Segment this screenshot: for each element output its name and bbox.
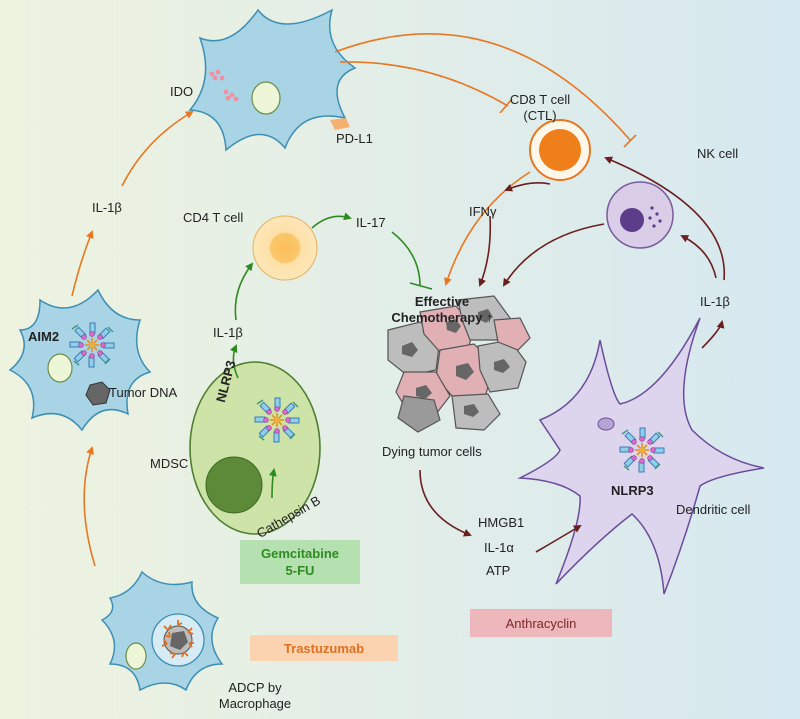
il17-label: IL-17 — [356, 215, 386, 230]
adcp-label-line2: Macrophage — [218, 696, 292, 711]
gemcitabine-label-line2: 5-FU — [285, 563, 315, 578]
ifn-gamma-label: IFNγ — [469, 204, 497, 219]
cd8-t-cell-label: CD8 T cell (CTL) — [495, 92, 585, 124]
arrow-aim2-to-il1b — [71, 230, 94, 297]
trastuzumab-label: Trastuzumab — [283, 641, 365, 656]
il1a-label: IL-1α — [484, 540, 514, 555]
inhibit-pdl1-to-nk — [334, 33, 631, 141]
nk-cell-label: NK cell — [697, 146, 739, 161]
adcp-macrophage — [100, 570, 224, 692]
arrow-il1b-to-nk — [680, 235, 717, 279]
il1b-mid-label: IL-1β — [213, 325, 243, 340]
effective-chemo-line1: Effective — [414, 294, 470, 309]
arrow-cd8-to-ifng — [504, 182, 551, 192]
arrow-cathepsin-to-nlrp3 — [268, 468, 277, 499]
effective-chemotherapy-label: Effective Chemotherapy ↑ — [382, 294, 502, 326]
arrow-tumor-to-hmgb1 — [419, 469, 472, 537]
nk-cell — [606, 181, 674, 249]
dendritic-cell-label: Dendritic cell — [676, 502, 751, 517]
atp-label: ATP — [486, 563, 511, 578]
arrow-ifng-to-chemo — [478, 215, 492, 287]
effective-chemo-line2: Chemotherapy ↑ — [391, 310, 493, 325]
gemcitabine-label: Gemcitabine 5-FU — [240, 545, 360, 579]
arrow-adcp-to-aim2 — [83, 446, 96, 567]
arrow-cd4-to-il17 — [311, 212, 352, 229]
inhibit-bar-chemo — [409, 282, 433, 290]
mdsc-label: MDSC — [150, 456, 189, 471]
inhibit-il17-to-chemo — [391, 231, 421, 287]
trastuzumab-box — [250, 635, 398, 661]
tumor-nuclei — [402, 309, 510, 417]
pd-l1-label: PD-L1 — [336, 131, 373, 146]
arrow-il1b-to-cd4 — [234, 262, 254, 321]
arrow-cd8-to-chemo — [444, 171, 531, 286]
cd4-t-cell-label: CD4 T cell — [183, 210, 244, 225]
il1b-left-label: IL-1β — [92, 200, 122, 215]
adcp-label-line1: ADCP by — [228, 680, 282, 695]
ido-label: IDO — [170, 84, 194, 99]
arrow-il1b-to-cd8 — [604, 156, 725, 281]
il1b-right-label: IL-1β — [700, 294, 730, 309]
top-macrophage — [188, 8, 357, 152]
cd8-t-cell-label-line2: (CTL) — [523, 108, 557, 123]
mdsc-cell — [189, 361, 321, 535]
inhibit-bar-nk — [623, 134, 637, 148]
gemcitabine-label-line1: Gemcitabine — [260, 546, 340, 561]
cd4-t-cell — [252, 215, 318, 281]
inhibit-bar-cd8 — [499, 98, 513, 114]
anthracyclin-box — [470, 609, 612, 637]
aim2-label: AIM2 — [28, 329, 60, 344]
arrow-nk-to-chemo — [502, 223, 605, 287]
aim2-macrophage — [8, 288, 152, 432]
arrow-dc-to-il1b — [701, 320, 725, 349]
hmgb1-label: HMGB1 — [478, 515, 525, 530]
arrow-il1b-to-macrophage — [121, 110, 194, 187]
nlrp3-dc-label: NLRP3 — [611, 483, 654, 498]
adcp-label: ADCP by Macrophage — [200, 680, 310, 712]
anthracyclin-label: Anthracyclin — [505, 616, 577, 631]
inhibit-ido-to-cd8 — [339, 61, 509, 107]
cd8-t-cell-label-line1: CD8 T cell — [509, 92, 571, 107]
arrow-mdsc-to-il1b — [229, 344, 239, 379]
tumor-dna-label: Tumor DNA — [109, 385, 178, 400]
cd8-t-cell — [529, 119, 591, 181]
gemcitabine-box — [240, 540, 360, 584]
dying-tumor-cells-label: Dying tumor cells — [382, 444, 482, 459]
arrow-hmgb1-to-dc — [535, 524, 582, 553]
pd-l1-receptor — [330, 118, 350, 130]
